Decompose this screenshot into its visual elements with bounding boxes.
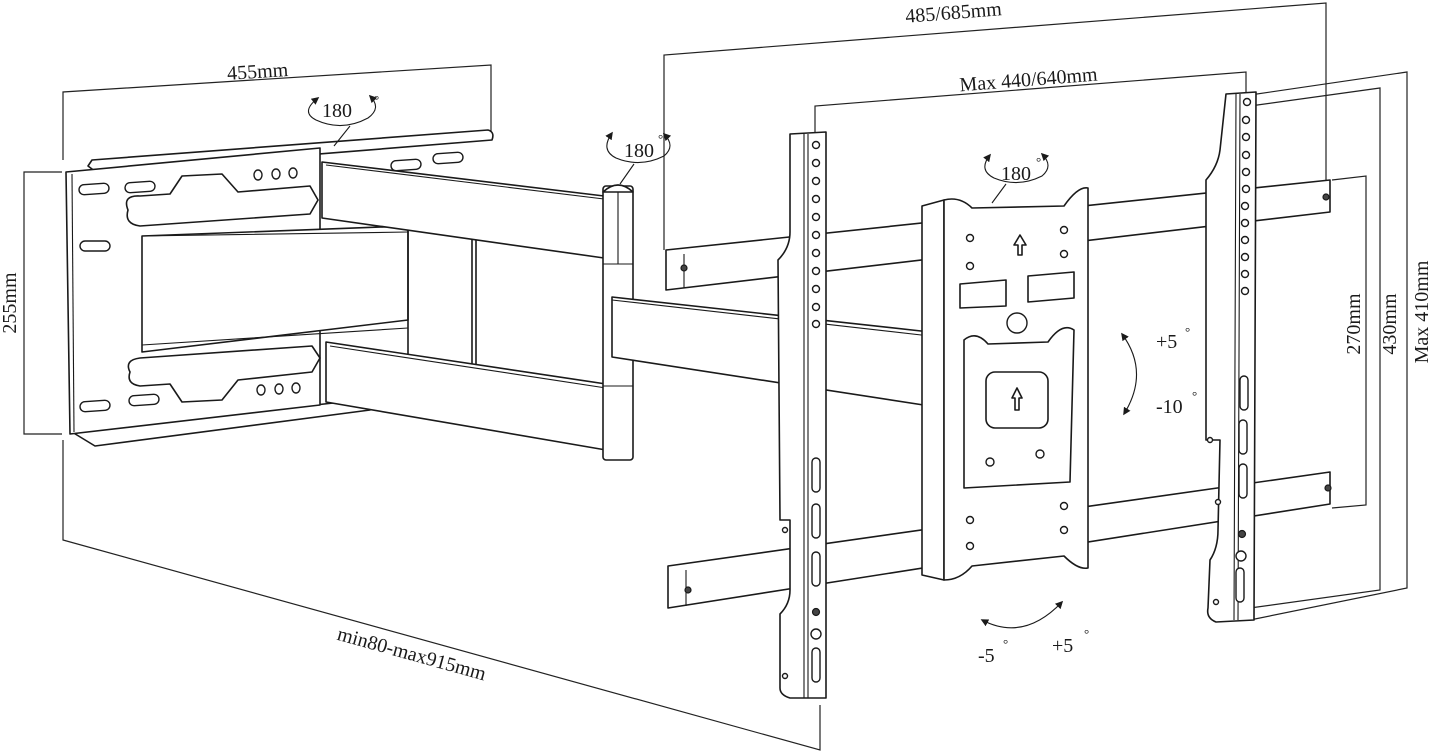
tilt-arrow-icon [1121, 332, 1138, 416]
center-pivot [1006, 312, 1028, 334]
level-left-value: -5 [978, 645, 995, 667]
wall-bolt-holes [253, 167, 301, 396]
tilt-down-value: -10 [1156, 396, 1183, 418]
rotate-arrow-icon [605, 131, 672, 164]
level-right-unit: ° [1084, 626, 1089, 641]
second-arm [611, 296, 931, 407]
upper-bracket-slot [125, 173, 319, 227]
label-rail-spacing: 270mm [1343, 293, 1365, 355]
wall-mounting-slots [78, 151, 464, 413]
dim-line-wall-height [23, 171, 62, 435]
rotation-arm-pivot: 180 ° [605, 131, 672, 185]
tilt-up-value: +5 [1156, 331, 1177, 353]
wall-plate-window [141, 225, 409, 353]
inner-label-plate [985, 371, 1049, 429]
up-arrow-icon-2 [1011, 387, 1023, 411]
rotation-head-swivel: 180 ° [983, 152, 1050, 204]
level-adjust-indicator: -5 ° +5 ° [978, 600, 1089, 667]
tilt-up-unit: ° [1185, 324, 1190, 339]
label-vesa-horizontal: Max 440/640mm [959, 64, 1099, 97]
dim-line-rail-length [1249, 87, 1381, 609]
label-wall-plate-height: 255mm [0, 272, 21, 334]
label-vesa-vertical: Max 410mm [1411, 260, 1433, 363]
right-bracket-holes [1206, 97, 1252, 606]
rotate-arrow-icon [307, 94, 378, 127]
lower-bracket-slot [127, 345, 321, 403]
tilt-down-unit: ° [1192, 388, 1197, 403]
left-hook [959, 279, 1007, 309]
arm-pivot-rotation-unit: ° [658, 131, 663, 146]
dim-line-rail-spacing [1331, 175, 1367, 509]
wall-pivot-rotation-value: 180 [322, 100, 352, 122]
head-swivel-rotation-value: 180 [1001, 163, 1031, 185]
level-left-unit: ° [1003, 636, 1008, 651]
wall-plate [65, 129, 494, 447]
dim-line-extension [62, 440, 821, 751]
label-rail-length: 430mm [1379, 293, 1401, 355]
dim-line-vesa-h [814, 71, 1247, 138]
label-extension: min80-max915mm [335, 623, 489, 685]
level-right-value: +5 [1052, 635, 1073, 657]
right-hook [1027, 271, 1075, 303]
articulating-arms [321, 161, 931, 461]
level-arrow-icon [980, 600, 1064, 629]
left-bracket-holes [781, 140, 822, 683]
rotate-arrow-icon [983, 152, 1050, 184]
tilt-head [921, 187, 1089, 581]
tilt-head-holes [965, 225, 1069, 551]
rotation-wall-pivot: 180 ° [307, 92, 379, 147]
left-tv-bracket [777, 131, 827, 699]
lower-arm [325, 341, 607, 451]
dim-line-wall-width [62, 64, 492, 160]
up-arrow-icon [1013, 234, 1027, 256]
hinge-cap [602, 184, 634, 193]
dim-line-vesa-v [1249, 71, 1408, 621]
right-tv-bracket [1205, 91, 1257, 623]
label-rail-span: 485/685mm [904, 0, 1003, 28]
dimension-lines [23, 2, 1408, 751]
wall-pivot-rotation-unit: ° [374, 92, 379, 107]
dim-line-rail-span [663, 2, 1327, 250]
arm-pivot-rotation-value: 180 [624, 140, 654, 162]
head-swivel-rotation-unit: ° [1036, 154, 1041, 169]
tilt-indicator: +5 ° -10 ° [1121, 324, 1197, 418]
label-wall-plate-width: 455mm [226, 59, 289, 85]
tilt-head-side [921, 199, 945, 581]
